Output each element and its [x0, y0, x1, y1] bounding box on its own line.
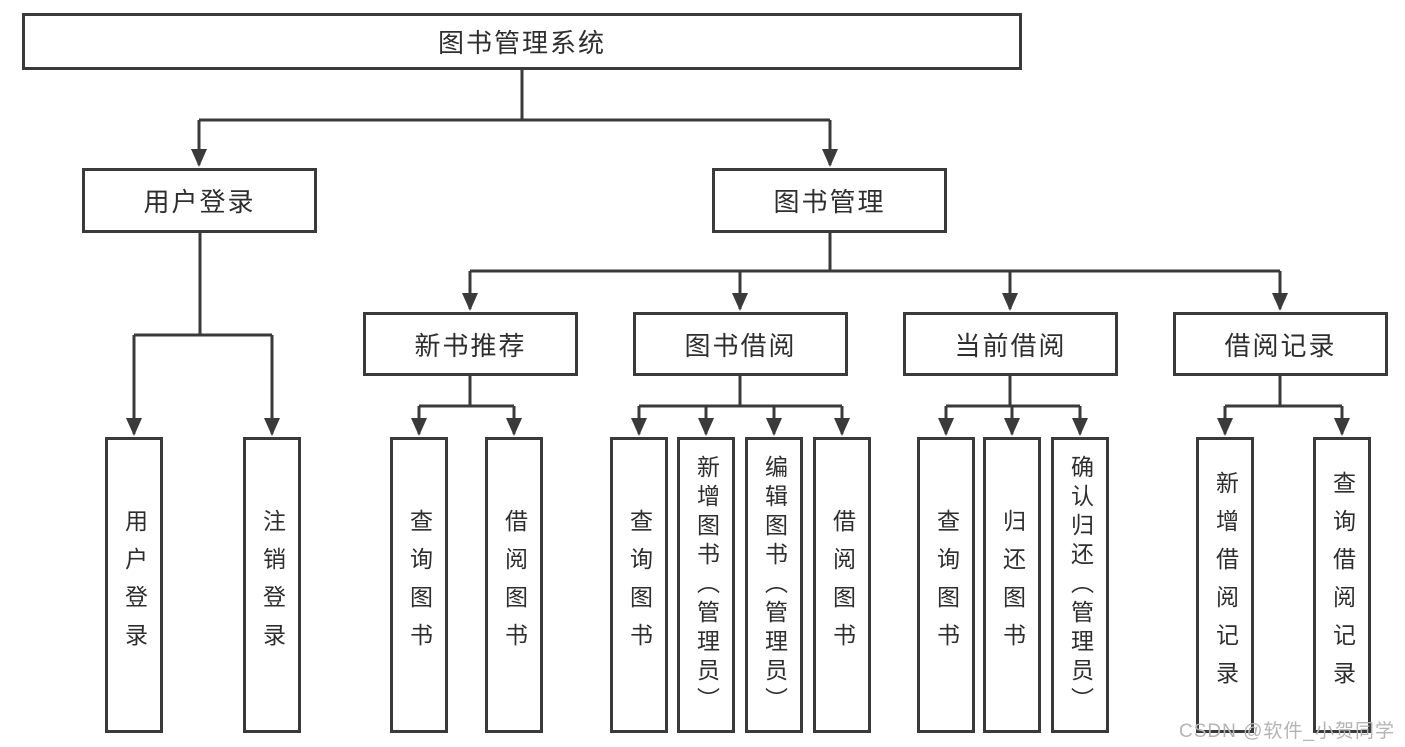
node-book-borrow: 图书借阅 — [633, 312, 848, 376]
node-borrow-records: 借阅记录 — [1173, 312, 1388, 376]
leaf-current-return-books-label: 归还图书 — [999, 509, 1026, 661]
leaf-borrow-query-books-label: 查询图书 — [626, 509, 653, 661]
node-new-book-recommend-label: 新书推荐 — [414, 330, 527, 361]
leaf-records-add-record-label: 新增借阅记录 — [1212, 471, 1239, 699]
leaf-borrow-edit-books-admin-label: 编辑图书（管理员） — [761, 454, 788, 716]
leaf-records-query-record-label: 查询借阅记录 — [1329, 471, 1356, 699]
node-user-login-label: 用户登录 — [143, 187, 256, 217]
connector-borrow-records-to-leaves — [1217, 376, 1350, 436]
connector-book-borrow-to-leaves — [631, 376, 850, 436]
leaf-borrow-borrow-books-label: 借阅图书 — [829, 509, 856, 661]
node-book-management-label: 图书管理 — [773, 187, 886, 217]
leaf-current-query-books: 查询图书 — [917, 437, 975, 733]
connector-current-borrow-to-leaves — [938, 376, 1088, 436]
connector-user-login-to-leaves — [126, 233, 280, 436]
leaf-current-return-books: 归还图书 — [983, 437, 1041, 733]
node-current-borrow-label: 当前借阅 — [954, 330, 1067, 361]
node-user-login: 用户登录 — [82, 168, 317, 233]
leaf-user-login-label: 用户登录 — [121, 509, 148, 661]
leaf-records-query-record: 查询借阅记录 — [1313, 437, 1371, 733]
leaf-newrec-borrow-books-label: 借阅图书 — [501, 509, 528, 661]
leaf-borrow-add-books-admin: 新增图书（管理员） — [677, 437, 735, 733]
leaf-borrow-borrow-books: 借阅图书 — [813, 437, 871, 733]
node-root-system-label: 图书管理系统 — [437, 28, 606, 58]
leaf-borrow-edit-books-admin: 编辑图书（管理员） — [745, 437, 803, 733]
leaf-newrec-query-books-label: 查询图书 — [406, 509, 433, 661]
node-book-management: 图书管理 — [712, 168, 947, 233]
leaf-borrow-query-books: 查询图书 — [610, 437, 668, 733]
connector-root-to-level2 — [191, 70, 838, 167]
node-borrow-records-label: 借阅记录 — [1224, 330, 1337, 361]
leaf-newrec-query-books: 查询图书 — [390, 437, 448, 733]
leaf-current-confirm-return-admin: 确认归还（管理员） — [1051, 437, 1109, 733]
leaf-current-confirm-return-admin-label: 确认归还（管理员） — [1067, 454, 1094, 716]
node-root-system: 图书管理系统 — [22, 13, 1022, 70]
leaf-logout: 注销登录 — [243, 437, 301, 733]
node-book-borrow-label: 图书借阅 — [684, 330, 797, 361]
connector-new-book-rec-to-leaves — [411, 376, 522, 436]
leaf-user-login: 用户登录 — [105, 437, 163, 733]
node-new-book-recommend: 新书推荐 — [363, 312, 578, 376]
leaf-current-query-books-label: 查询图书 — [933, 509, 960, 661]
leaf-newrec-borrow-books: 借阅图书 — [485, 437, 543, 733]
leaf-borrow-add-books-admin-label: 新增图书（管理员） — [693, 454, 720, 716]
csdn-watermark: CSDN @软件_小贺同学 — [1179, 721, 1395, 742]
leaf-logout-label: 注销登录 — [259, 509, 286, 661]
node-current-borrow: 当前借阅 — [903, 312, 1118, 376]
connector-book-mgmt-to-level3 — [462, 233, 1288, 311]
leaf-records-add-record: 新增借阅记录 — [1196, 437, 1254, 733]
